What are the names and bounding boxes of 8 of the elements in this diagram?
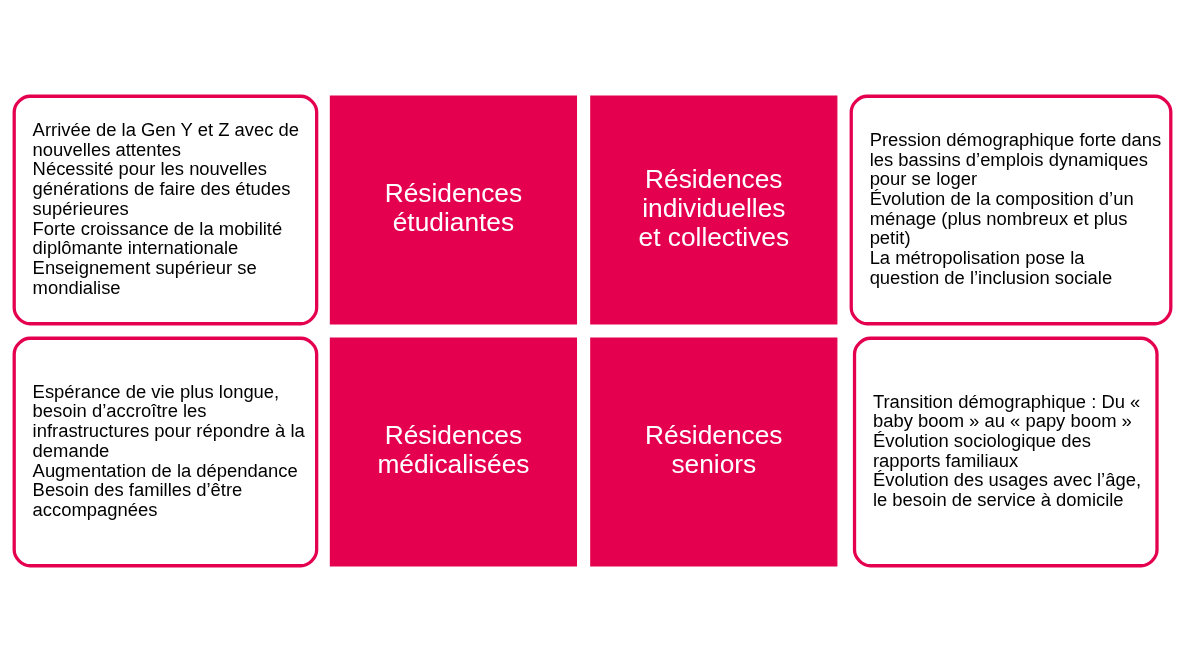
node-box: Transition démographique : Du « baby boom » au « papy boom » Évolution sociologique des rapports familiaux Évolution des usages avec l’âge, le besoin de service à domicile	[852, 336, 1159, 567]
node-box: Résidences individuelles et collectives	[590, 95, 838, 324]
node-box: Espérance de vie plus longue, besoin d’accroître les infrastructures pour répondre à la demande Augmentation de la dépendance Besoin des familles d’être accompagnées	[12, 336, 319, 567]
node-box: Pression démographique forte dans les bassins d’emplois dynamiques pour se loger Évolution de la composition d’un ménage (plus nombreux et plus petit) La métropolisation pose la question de l’inclusion sociale	[849, 94, 1173, 325]
node-box: Arrivée de la Gen Y et Z avec de nouvelles attentes Nécessité pour les nouvelles générations de faire des études supérieures Forte croissance de la mobilité diplômante internationale Enseignement supérieur se mondialise	[12, 94, 319, 325]
node-box: Résidences médicalisées	[329, 337, 578, 566]
node-box: Résidences seniors	[590, 337, 838, 566]
node-box: Résidences étudiantes	[329, 95, 578, 324]
